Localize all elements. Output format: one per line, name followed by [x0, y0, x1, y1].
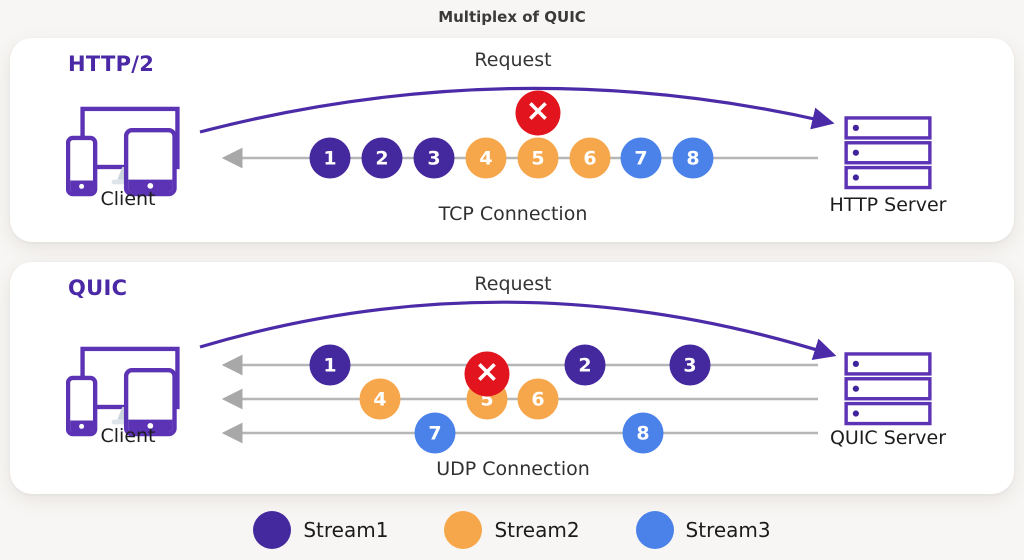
- legend-dot: [444, 511, 483, 549]
- legend-label: Stream1: [303, 518, 389, 542]
- legend-dot: [635, 511, 674, 549]
- packet-2-stream1: 2: [564, 344, 606, 386]
- legend-dot: [253, 511, 292, 549]
- http2-panel-title: HTTP/2: [68, 52, 155, 76]
- client-devices-icon: [66, 346, 180, 437]
- packet-2-stream1: 2: [361, 137, 403, 179]
- quic-request-label: Request: [474, 273, 552, 295]
- packet-4-stream2: 4: [359, 378, 401, 420]
- packet-8-stream3: 8: [672, 137, 714, 179]
- http-server-rack-icon: [844, 116, 932, 190]
- http2-server-label: HTTP Server: [829, 194, 947, 216]
- page-title: Multiplex of QUIC: [438, 8, 586, 26]
- error-x-badge: ×: [515, 90, 561, 136]
- packet-1-stream1: 1: [309, 344, 351, 386]
- tcp-connection-label: TCP Connection: [438, 203, 588, 225]
- quic-server-label: QUIC Server: [829, 427, 947, 449]
- quic-server-rack-icon: [844, 352, 932, 426]
- client-devices-icon: [66, 106, 180, 197]
- packet-6-stream2: 6: [517, 378, 559, 420]
- packet-1-stream1: 1: [309, 137, 351, 179]
- http2-request-label: Request: [474, 49, 552, 71]
- quic-client-label: Client: [100, 425, 156, 447]
- packet-3-stream1: 3: [413, 137, 455, 179]
- udp-connection-label: UDP Connection: [436, 458, 590, 480]
- legend-label: Stream2: [494, 518, 580, 542]
- http2-panel: HTTP/2 Request Client HTTP Serve: [10, 38, 1014, 242]
- quic-panel-title: QUIC: [68, 276, 128, 300]
- error-x-badge: ×: [464, 351, 510, 397]
- legend-item-stream1: Stream1: [253, 511, 388, 549]
- packet-7-stream3: 7: [414, 412, 456, 454]
- packet-7-stream3: 7: [620, 137, 662, 179]
- http2-client-label: Client: [100, 188, 156, 210]
- packet-4-stream2: 4: [465, 137, 507, 179]
- packet-3-stream1: 3: [669, 344, 711, 386]
- packet-5-stream2: 5: [517, 137, 559, 179]
- stream-legend: Stream1 Stream2 Stream3: [0, 505, 1024, 555]
- packet-8-stream3: 8: [622, 412, 664, 454]
- legend-item-stream2: Stream2: [444, 511, 580, 549]
- legend-item-stream3: Stream3: [635, 511, 771, 549]
- packet-6-stream2: 6: [569, 137, 611, 179]
- legend-label: Stream3: [685, 518, 771, 542]
